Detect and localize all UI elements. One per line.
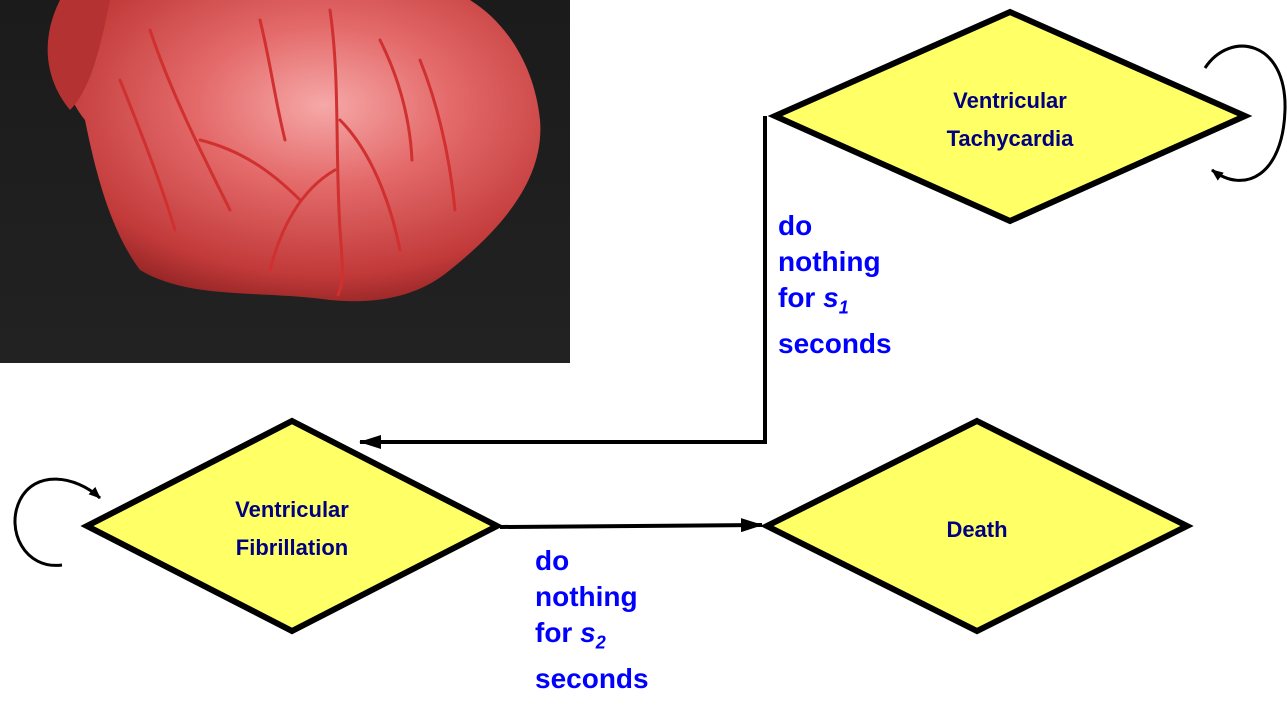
edge-label-1-var: s: [823, 282, 839, 313]
edge-label-1-line3: for s1: [778, 280, 892, 326]
edge-label-2-line3: for s2: [535, 615, 649, 661]
edge-label-2-line2: nothing: [535, 579, 649, 615]
edge-label-vt-to-vf: do nothing for s1 seconds: [778, 208, 892, 362]
edge-label-2-subscript: 2: [596, 633, 606, 653]
edge-label-2-for: for: [535, 617, 580, 648]
edge-label-2-var: s: [580, 617, 596, 648]
edge-label-2-line4: seconds: [535, 661, 649, 697]
edge-label-1-line2: nothing: [778, 244, 892, 280]
heart-image: [0, 0, 570, 363]
node-ventricular-fibrillation: Ventricular Fibrillation: [87, 421, 497, 631]
node-death: Death: [767, 421, 1187, 631]
edge-label-1-for: for: [778, 282, 823, 313]
node-vf-label-line2: Fibrillation: [236, 535, 348, 560]
edge-label-1-line1: do: [778, 208, 892, 244]
edge-label-1-subscript: 1: [839, 298, 849, 318]
node-vt-label-line2: Tachycardia: [947, 126, 1075, 151]
edge-vf-to-death: [500, 525, 762, 527]
node-vt-label-line1: Ventricular: [953, 88, 1067, 113]
edge-label-vf-to-death: do nothing for s2 seconds: [535, 543, 649, 697]
edge-label-1-line4: seconds: [778, 326, 892, 362]
node-ventricular-tachycardia: Ventricular Tachycardia: [775, 12, 1245, 221]
self-loop-vf: [15, 479, 100, 565]
edge-label-2-variable: s2: [580, 617, 606, 648]
node-death-label: Death: [946, 517, 1007, 542]
node-vf-label-line1: Ventricular: [235, 497, 349, 522]
edge-label-2-line1: do: [535, 543, 649, 579]
edge-label-1-variable: s1: [823, 282, 849, 313]
